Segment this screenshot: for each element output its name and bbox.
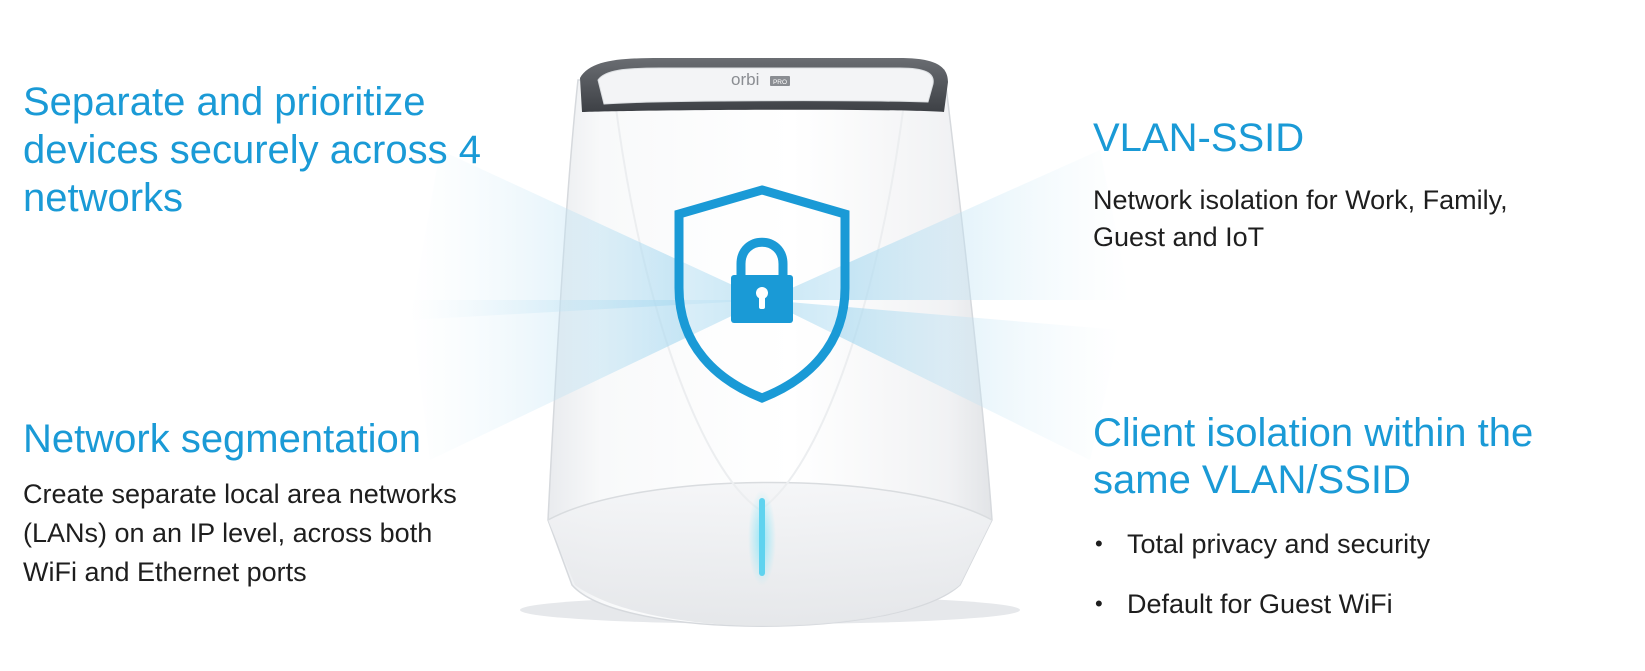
- vlan-ssid-heading: VLAN-SSID: [1093, 116, 1305, 160]
- led-indicator: [759, 498, 765, 576]
- vlan-ssid-description: Network isolation for Work, Family, Gues…: [1093, 185, 1508, 252]
- bullet-glyph: •: [1095, 531, 1103, 556]
- list-item: • Total privacy and security: [1093, 524, 1430, 564]
- router-top-cap: [597, 67, 934, 105]
- list-item: • Default for Guest WiFi: [1093, 584, 1430, 624]
- bullet-glyph: •: [1095, 591, 1103, 616]
- segmentation-description: Create separate local area networks (LAN…: [23, 479, 457, 587]
- padlock-icon: [731, 237, 793, 323]
- brand-mark: orbi: [731, 70, 759, 89]
- brand-badge-box: [770, 76, 790, 86]
- brand-badge: PRO: [773, 79, 787, 86]
- segmentation-heading: Network segmentation: [23, 417, 421, 461]
- client-isolation-heading: Client isolation within the same VLAN/SS…: [1093, 411, 1534, 502]
- prioritize-heading: Separate and prioritize devices securely…: [23, 80, 481, 220]
- client-isolation-bullets: • Total privacy and security • Default f…: [1093, 524, 1430, 644]
